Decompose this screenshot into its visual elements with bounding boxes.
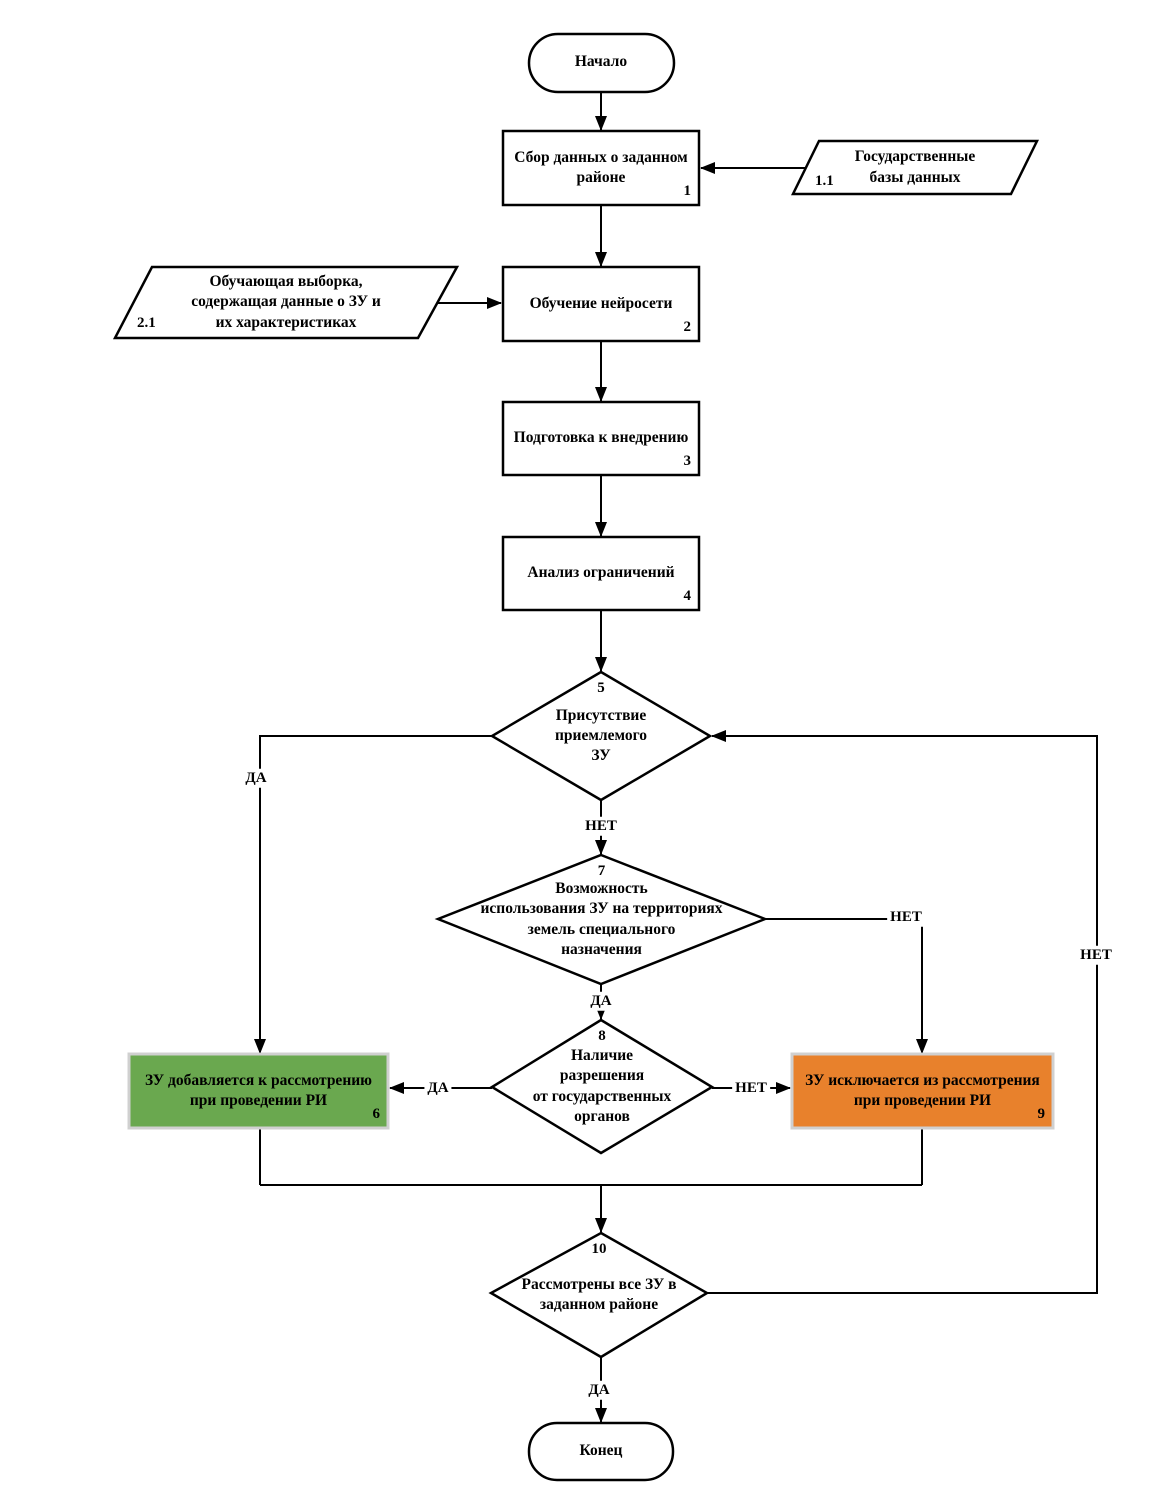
- terminal-end-shape: [527, 1421, 675, 1482]
- edge-label-special-no: НЕТ: [887, 907, 925, 927]
- decision-acceptable-shape: [489, 670, 713, 802]
- edge-acceptable-yes-to-add: [254, 735, 492, 1054]
- decision-allconsidered-shape: [488, 1231, 710, 1359]
- edge-label-permission-no: НЕТ: [732, 1078, 770, 1098]
- edge-label-permission-yes: ДА: [424, 1078, 452, 1098]
- process-exclude-shape: [790, 1052, 1055, 1130]
- io-govdb-shape: [790, 139, 1040, 196]
- decision-permission-shape: [489, 1018, 715, 1155]
- process-constraints-shape: [501, 535, 701, 612]
- terminal-start-shape: [527, 32, 676, 94]
- edge-allconsidered-no-to-acceptable: [707, 730, 1098, 1294]
- io-trainingset-shape: [112, 265, 460, 340]
- edge-label-acceptable-yes: ДА: [242, 768, 270, 788]
- edge-label-all-yes: ДА: [585, 1380, 613, 1400]
- decision-special-shape: [434, 853, 769, 986]
- process-prepare-shape: [501, 400, 701, 477]
- edge-special-no-to-exclude: [765, 918, 928, 1054]
- process-train-shape: [501, 265, 701, 343]
- edge-label-special-yes: ДА: [587, 991, 615, 1011]
- process-collect-shape: [501, 129, 701, 207]
- edge-label-all-no: НЕТ: [1077, 945, 1115, 965]
- process-add-shape: [127, 1052, 390, 1130]
- edge-label-acceptable-no: НЕТ: [582, 816, 620, 836]
